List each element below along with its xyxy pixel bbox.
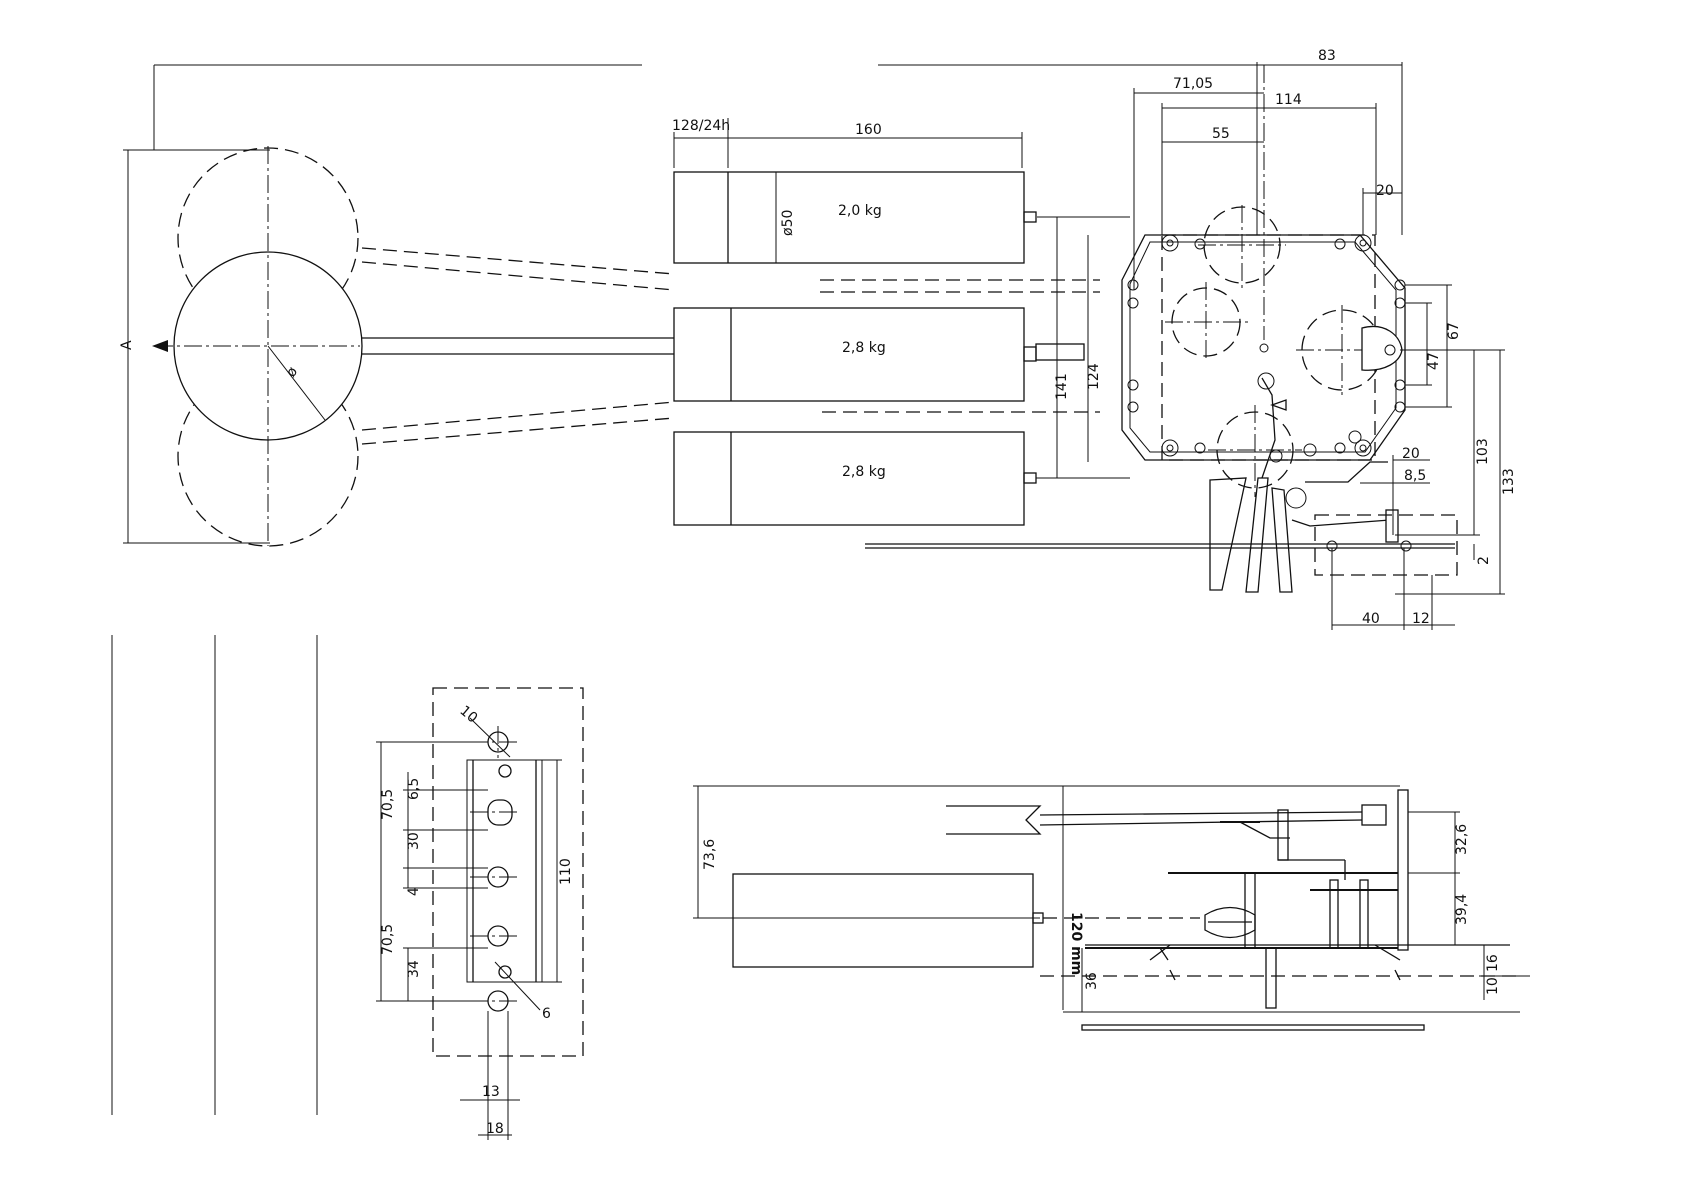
dim-30: 30 [406, 832, 422, 850]
dim-40: 40 [1362, 611, 1380, 627]
dim-32-6: 32,6 [1454, 824, 1470, 855]
dim-73-6: 73,6 [702, 839, 718, 870]
dim-39-4: 39,4 [1454, 894, 1470, 925]
dim-83: 83 [1318, 48, 1336, 64]
movement-side-view: 73,6 120 mm 36 [693, 786, 1530, 1030]
weight-diameter-label: ø50 [780, 210, 796, 236]
weight-side [733, 874, 1033, 967]
dim-12: 12 [1412, 611, 1430, 627]
pendulum-view: A ø [119, 65, 1402, 546]
dim-10: 10 [456, 703, 480, 727]
dim-124: 124 [1086, 363, 1102, 390]
dim-47: 47 [1426, 352, 1442, 370]
mounting-hole-pattern: 10 6 6,5 70,5 30 4 70,5 34 110 13 18 [376, 688, 583, 1140]
dim-18: 18 [486, 1121, 504, 1137]
dim-55: 55 [1212, 126, 1230, 142]
dim-34: 34 [406, 960, 422, 978]
drive-weights: 128/24h 160 ø50 2,0 kg 2,8 kg 2,8 kg [672, 118, 1100, 525]
weight-middle-mass: 2,8 kg [842, 340, 886, 356]
dim-141: 141 [1054, 373, 1070, 400]
dim-6: 6 [542, 1006, 551, 1022]
dim-67: 67 [1446, 322, 1462, 340]
dim-2: 2 [1476, 556, 1492, 565]
frame-lines [112, 635, 317, 1115]
weight-top-mass: 2,0 kg [838, 203, 882, 219]
dim-20-top: 20 [1376, 183, 1394, 199]
dim-110: 110 [558, 858, 574, 885]
dim-7105: 71,05 [1173, 76, 1213, 92]
dim-103: 103 [1475, 438, 1491, 465]
duration-label: 128/24h [672, 118, 730, 134]
dim-6-5: 6,5 [406, 778, 422, 800]
dim-13: 13 [482, 1084, 500, 1100]
dial-plate [1082, 1025, 1424, 1030]
dim-16: 16 [1485, 954, 1501, 972]
dim-70-5-upper: 70,5 [380, 789, 396, 820]
amplitude-label: A [119, 340, 135, 350]
movement-front-view: 141 124 [865, 48, 1517, 630]
dim-133: 133 [1501, 468, 1517, 495]
dim-70-5-lower: 70,5 [380, 924, 396, 955]
dim-10-side: 10 [1485, 977, 1501, 995]
dim-36: 36 [1084, 972, 1100, 990]
weight-length-label: 160 [855, 122, 882, 138]
weight-bottom-mass: 2,8 kg [842, 464, 886, 480]
dim-114: 114 [1275, 92, 1302, 108]
dim-8-5: 8,5 [1404, 468, 1426, 484]
dim-4: 4 [406, 887, 422, 896]
dim-20-mid: 20 [1402, 446, 1420, 462]
